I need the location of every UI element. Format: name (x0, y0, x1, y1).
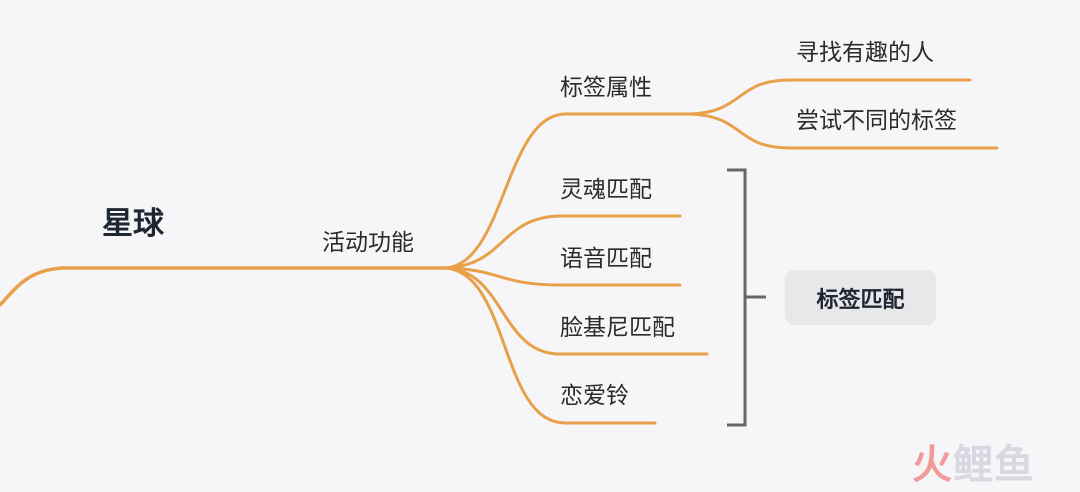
grandchild-node-find-people: 寻找有趣的人 (796, 40, 934, 66)
summary-node-label: 标签匹配 (816, 287, 905, 313)
child-node-face-match: 脸基尼匹配 (560, 315, 675, 341)
link-to-face-match (443, 266, 709, 356)
child-node-voice-match: 语音匹配 (560, 246, 652, 272)
summary-bracket (727, 168, 766, 427)
root-node-label: 星球 (102, 206, 164, 242)
child-node-love-bell: 恋爱铃 (560, 383, 629, 409)
summary-node: 标签匹配 (785, 270, 936, 325)
link-to-voice-match (443, 266, 682, 287)
link-root-incoming (0, 266, 64, 307)
grandchild-node-try-tags: 尝试不同的标签 (796, 108, 957, 134)
link-to-find-people (688, 78, 972, 116)
child-node-soul-match: 灵魂匹配 (560, 177, 652, 203)
watermark-logo: 火鲤鱼 (912, 445, 1035, 485)
link-to-soul-match (443, 214, 682, 270)
link-to-tag-attributes (443, 112, 692, 270)
link-to-try-tags (688, 112, 999, 150)
branch-node-label: 活动功能 (322, 230, 414, 256)
watermark-rest: 鲤鱼 (953, 442, 1035, 488)
child-node-tag-attributes: 标签属性 (560, 75, 652, 101)
link-to-love-bell (443, 266, 657, 425)
watermark-first-char: 火 (912, 442, 953, 488)
